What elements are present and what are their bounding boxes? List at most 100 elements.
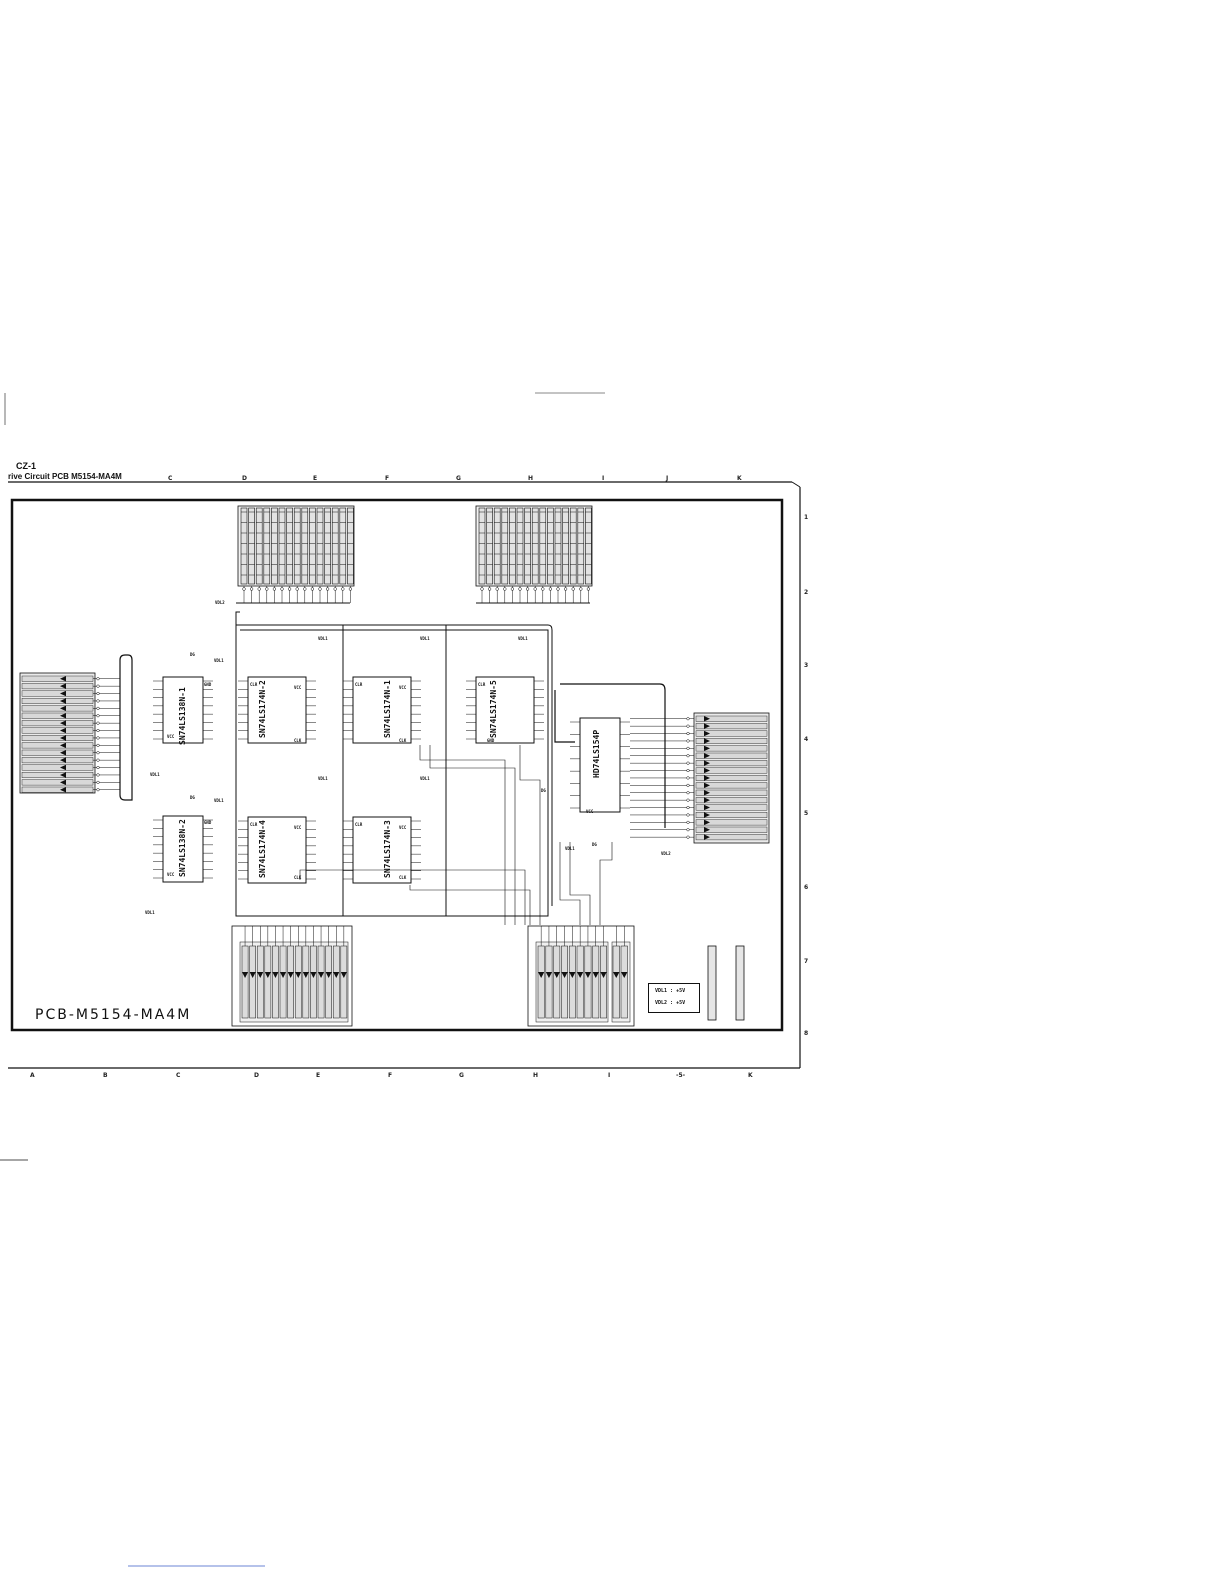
led-strip-segment bbox=[569, 507, 577, 585]
left-bus bbox=[119, 654, 133, 801]
led-strip-segment bbox=[478, 507, 486, 585]
led-strip-segment bbox=[301, 507, 309, 585]
ls138-2-gnd-pin: GND bbox=[204, 820, 212, 825]
led-strip-segment bbox=[524, 507, 531, 585]
dg-net-b: DG bbox=[190, 795, 195, 800]
led-strip-segment bbox=[309, 507, 316, 585]
vdl1-net-g: VDL1 bbox=[420, 776, 430, 781]
chip-ls138-2-label: SN74LS138N-2 bbox=[178, 819, 187, 877]
vdl1-net-j: VDL1 bbox=[145, 910, 155, 915]
ic-body bbox=[247, 676, 307, 744]
voltage-note-box: VDL1 : +5V VDL2 : +5V bbox=[648, 983, 700, 1013]
led-strip-segment bbox=[240, 507, 248, 585]
ls174-5-clr-pin: CLR bbox=[478, 682, 486, 687]
vdl2-net-a: VDL2 bbox=[215, 600, 225, 605]
ls174-3-clr-pin: CLR bbox=[355, 822, 363, 827]
ls138-1-gnd-pin: GND bbox=[204, 682, 212, 687]
led-strip-segment bbox=[278, 507, 286, 585]
left-connector-rows bbox=[21, 675, 120, 793]
grid-col-bottom-9: -5- bbox=[676, 1072, 686, 1079]
grid-row-3: 4 bbox=[804, 736, 809, 743]
chip-ls154-label: HD74LS154P bbox=[592, 729, 601, 778]
led-strip-segment bbox=[263, 507, 271, 585]
vdl1-net-a: VDL1 bbox=[214, 658, 224, 663]
led-strip-segment bbox=[316, 507, 324, 585]
led-strip-segment bbox=[286, 507, 293, 585]
chip-ls138-1-label: SN74LS138N-1 bbox=[178, 687, 187, 745]
ls174-4-clr-pin: CLR bbox=[250, 822, 258, 827]
grid-col-top-5: H bbox=[528, 475, 534, 482]
outer-frame bbox=[0, 392, 801, 1567]
vdl1-net-f: VDL1 bbox=[318, 776, 328, 781]
ls174-3-vcc-pin: VCC bbox=[399, 825, 407, 830]
grid-col-bottom-8: I bbox=[608, 1072, 611, 1079]
bottom-led-strips bbox=[241, 926, 628, 1019]
led-strip-segment bbox=[347, 507, 354, 585]
ls138-1-vcc-pin: VCC bbox=[167, 734, 175, 739]
chip-ls174-1-label: SN74LS174N-1 bbox=[383, 680, 392, 738]
board-name: PCB-M5154-MA4M bbox=[35, 1007, 192, 1023]
chip-ls174-5-label: SN74LS174N-5 bbox=[489, 680, 498, 738]
grid-row-1: 2 bbox=[804, 589, 809, 596]
grid-col-bottom-5: F bbox=[388, 1072, 393, 1079]
grid-col-bottom-2: C bbox=[176, 1072, 181, 1079]
ic-body bbox=[352, 816, 412, 884]
dg-net-c: DG bbox=[592, 842, 597, 847]
grid-col-top-3: F bbox=[385, 475, 390, 482]
vdl1-note: VDL1 : +5V bbox=[655, 988, 686, 994]
ls174-4-vcc-pin: VCC bbox=[294, 825, 302, 830]
vdl1-net-b: VDL1 bbox=[214, 798, 224, 803]
led-strip-segment bbox=[562, 507, 569, 585]
vdl1-net-h: VDL1 bbox=[565, 846, 575, 851]
chip-ls174-2-label: SN74LS174N-2 bbox=[258, 680, 267, 738]
led-strip-segment bbox=[493, 507, 501, 585]
grid-col-top-8: K bbox=[737, 475, 742, 482]
ls174-1-clr-pin: CLR bbox=[355, 682, 363, 687]
grid-row-0: 1 bbox=[804, 514, 809, 521]
ls174-1-clk-pin: CLK bbox=[399, 738, 407, 743]
grid-col-bottom-6: G bbox=[459, 1072, 464, 1079]
ls138-2-vcc-pin: VCC bbox=[167, 872, 175, 877]
led-strip-segment bbox=[554, 507, 562, 585]
ic-body bbox=[162, 676, 204, 744]
page-title: rive Circuit PCB M5154-MA4M bbox=[8, 472, 122, 481]
led-strip-segment bbox=[486, 507, 493, 585]
ls174-2-vcc-pin: VCC bbox=[294, 685, 302, 690]
grid-col-top-7: J bbox=[666, 475, 669, 482]
led-strip-segment bbox=[255, 507, 263, 585]
grid-row-4: 5 bbox=[804, 810, 809, 817]
led-strip-segment bbox=[293, 507, 301, 585]
ls154-vcc-pin: VCC bbox=[586, 809, 594, 814]
grid-col-bottom-3: D bbox=[254, 1072, 259, 1079]
chip-bodies bbox=[153, 676, 630, 884]
chip-ls174-3-label: SN74LS174N-3 bbox=[383, 820, 392, 878]
led-strip-segment bbox=[539, 507, 547, 585]
decoder-frame bbox=[554, 683, 666, 828]
cross-wiring bbox=[299, 745, 613, 925]
dg-net-d: DG bbox=[541, 788, 546, 793]
ic-body bbox=[579, 717, 621, 813]
power-leds bbox=[707, 945, 745, 1021]
vdl2-note: VDL2 : +5V bbox=[655, 1000, 686, 1006]
grid-col-top-4: G bbox=[456, 475, 461, 482]
top-bus bbox=[235, 602, 590, 917]
vdl1-net-c: VDL1 bbox=[318, 636, 328, 641]
led-strip-segment bbox=[339, 507, 347, 585]
ls174-2-clr-pin: CLR bbox=[250, 682, 258, 687]
vdl2-net-b: VDL2 bbox=[661, 851, 671, 856]
ls174-5-gnd-pin: GND bbox=[487, 738, 495, 743]
led-strip-segment bbox=[577, 507, 585, 585]
vdl1-net-d: VDL1 bbox=[420, 636, 430, 641]
grid-col-bottom-0: A bbox=[30, 1072, 35, 1079]
led-strip-segment bbox=[501, 507, 509, 585]
led-strip-segment bbox=[516, 507, 524, 585]
grid-row-2: 3 bbox=[804, 662, 809, 669]
grid-col-bottom-7: H bbox=[533, 1072, 539, 1079]
grid-col-bottom-4: E bbox=[316, 1072, 321, 1079]
grid-col-top-6: I bbox=[602, 475, 605, 482]
led-strip-segment bbox=[585, 507, 592, 585]
grid-col-top-0: C bbox=[168, 475, 173, 482]
led-strip-segment bbox=[271, 507, 278, 585]
grid-col-bottom-10: K bbox=[748, 1072, 753, 1079]
board-outline bbox=[10, 498, 784, 1032]
